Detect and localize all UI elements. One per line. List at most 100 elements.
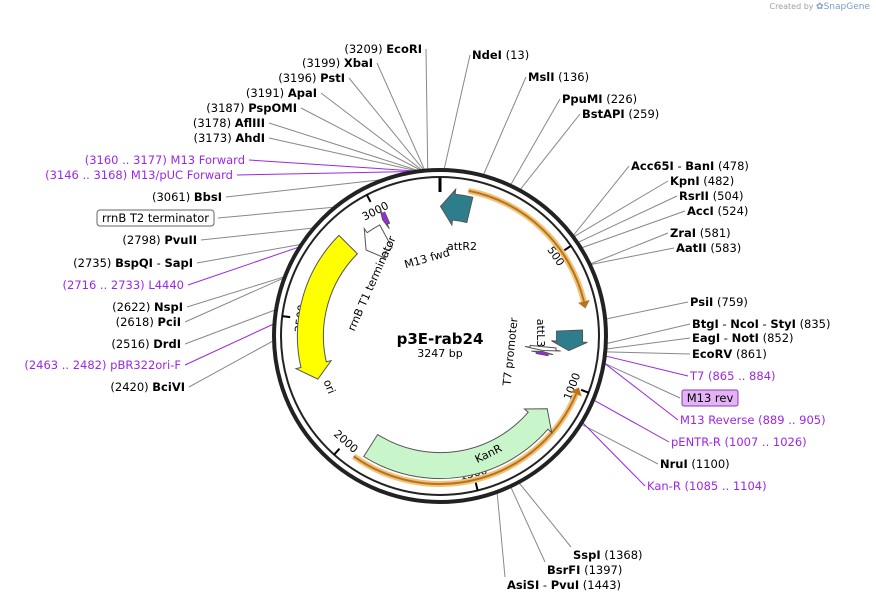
site-name: BstAPI xyxy=(582,107,625,121)
leader-bspqi xyxy=(196,243,301,264)
label-box-m13-rev xyxy=(681,389,739,407)
left-label-psti[interactable]: (3196) PstI xyxy=(278,71,345,85)
right-label-nrui-18[interactable]: NruI (1100) xyxy=(660,457,730,471)
feature-arrow-t7-promoter[interactable] xyxy=(524,344,561,352)
site-name: BspQI xyxy=(115,256,153,270)
feature-arrow-attr2[interactable] xyxy=(439,187,474,227)
right-label-asisi-22[interactable]: AsiSI - PvuI (1443) xyxy=(507,578,621,592)
right-label-pentr-r-17[interactable]: pENTR-R (1007 .. 1026) xyxy=(671,435,807,449)
leader-zrai-8 xyxy=(590,232,669,265)
left-label-nspi[interactable]: (2622) NspI xyxy=(112,300,183,314)
feature-arrow-m13-fwd[interactable] xyxy=(379,208,391,230)
left-label-afliii[interactable]: (3178) AflIII xyxy=(193,116,265,130)
leader-ppumi-2 xyxy=(510,98,561,185)
orange-arc-1 xyxy=(353,393,578,485)
leader-eagi-12 xyxy=(606,337,691,350)
feature-arrow-ori[interactable] xyxy=(294,234,359,380)
leader-ecorv-13 xyxy=(606,351,691,355)
site-name-2: SapI xyxy=(164,256,193,270)
site-name: KpnI xyxy=(670,174,700,188)
right-label-sspi-20[interactable]: SspI (1368) xyxy=(573,548,643,562)
right-label-kpni-5[interactable]: KpnI (482) xyxy=(670,174,734,188)
leader-bcivi xyxy=(188,340,274,388)
left-label-pvuii[interactable]: (2798) PvuII xyxy=(122,233,197,247)
left-label-drdi[interactable]: (2516) DrdI xyxy=(111,337,181,351)
left-label-apai[interactable]: (3191) ApaI xyxy=(246,86,317,100)
site-position: (583) xyxy=(710,241,741,255)
site-position: (2735) xyxy=(73,256,111,270)
leader-m13-rev-15 xyxy=(604,362,681,399)
left-label-m13-puc-forward[interactable]: (3146 .. 3168) M13/pUC Forward xyxy=(45,168,233,182)
right-label-t7-14[interactable]: T7 (865 .. 884) xyxy=(689,369,776,383)
right-label-psii-10[interactable]: PsiI (759) xyxy=(690,295,748,309)
right-label-bsrfi-21[interactable]: BsrFI (1397) xyxy=(547,563,622,577)
orange-arcs xyxy=(352,187,590,487)
site-position: (3199) xyxy=(302,56,340,70)
right-label-acci-7[interactable]: AccI (524) xyxy=(687,204,748,218)
site-position: (259) xyxy=(628,107,659,121)
site-position: (1397) xyxy=(584,563,622,577)
right-label-bstapi-3[interactable]: BstAPI (259) xyxy=(582,107,659,121)
tick-mark-1000 xyxy=(580,388,589,394)
left-label-pcii[interactable]: (2618) PciI xyxy=(116,315,181,329)
feature-arrow-attl3[interactable] xyxy=(551,329,588,352)
right-label-eagi-12[interactable]: EagI - NotI (852) xyxy=(692,331,794,345)
left-label-bbsi[interactable]: (3061) BbsI xyxy=(152,190,222,204)
leader-acci-7 xyxy=(581,210,686,249)
site-position: (1100) xyxy=(691,457,729,471)
right-label-msli-1[interactable]: MslI (136) xyxy=(528,70,589,84)
right-label-kan-r-19[interactable]: Kan-R (1085 .. 1104) xyxy=(647,479,767,493)
backbone-inner-ring xyxy=(280,176,600,496)
left-label-pspomi[interactable]: (3187) PspOMI xyxy=(206,101,297,115)
created-by-text: Created by xyxy=(769,2,814,11)
leader-l4440 xyxy=(187,246,299,286)
left-label-ecori[interactable]: (3209) EcoRI xyxy=(344,42,422,56)
right-label-aatii-9[interactable]: AatII (583) xyxy=(676,241,741,255)
left-label-l4440[interactable]: (2716 .. 2733) L4440 xyxy=(63,278,184,292)
leader-drdi xyxy=(184,309,276,345)
orange-arc-1-arrowhead xyxy=(570,387,582,397)
left-label-pbr322ori-f[interactable]: (2463 .. 2482) pBR322ori-F xyxy=(24,358,181,372)
right-label-zrai-8[interactable]: ZraI (581) xyxy=(670,226,731,240)
left-label-ahdi[interactable]: (3173) AhdI xyxy=(193,131,265,145)
label-m13-rev-feature[interactable]: M13 rev xyxy=(687,391,734,405)
left-label-xbai[interactable]: (3199) XbaI xyxy=(302,56,373,70)
right-label-ecorv-13[interactable]: EcoRV (861) xyxy=(692,347,767,361)
site-name: EagI xyxy=(692,331,720,345)
feature-arrow-kanr[interactable] xyxy=(363,408,553,480)
site-position: (482) xyxy=(703,174,734,188)
left-label-m13-forward[interactable]: (3160 .. 3177) M13 Forward xyxy=(85,153,245,167)
site-position: (3187) xyxy=(206,101,244,115)
site-name: PpuMI xyxy=(562,92,603,106)
site-name: AflIII xyxy=(235,116,265,130)
leader-rsrii-6 xyxy=(578,195,678,243)
leader-acc65i-4 xyxy=(572,165,630,236)
separator: - xyxy=(719,317,730,331)
site-position: (2420) xyxy=(110,380,148,394)
site-name: PciI xyxy=(158,315,181,329)
site-position: (759) xyxy=(717,295,748,309)
left-label-bcivi[interactable]: (2420) BciVI xyxy=(110,380,185,394)
snapgene-logo: Created by ✿SnapGene xyxy=(769,2,870,12)
tick-mark-1500 xyxy=(474,482,479,491)
orange-arc-0-halo xyxy=(467,187,587,303)
right-label-acc65i-4[interactable]: Acc65I - BanI (478) xyxy=(631,159,749,173)
right-label-m13-reverse-16[interactable]: M13 Reverse (889 .. 905) xyxy=(680,413,826,427)
site-name: DrdI xyxy=(153,337,181,351)
left-label-bspqi[interactable]: (2735) BspQI - SapI xyxy=(73,256,193,270)
feature-arrow-m13-rev[interactable] xyxy=(531,350,554,357)
site-name-2: PvuI xyxy=(551,578,579,592)
right-label-ndei-0[interactable]: NdeI (13) xyxy=(472,48,529,62)
feature-arrow-rrnb-t1-terminator[interactable] xyxy=(363,224,393,260)
separator: - xyxy=(153,256,164,270)
right-label-ppumi-2[interactable]: PpuMI (226) xyxy=(562,92,637,106)
site-position: (136) xyxy=(558,70,589,84)
separator: - xyxy=(759,317,770,331)
site-name: EcoRI xyxy=(386,42,422,56)
right-label-rsrii-6[interactable]: RsrII (504) xyxy=(679,189,744,203)
site-name: pENTR-R xyxy=(671,435,721,449)
right-label-btgi-11[interactable]: BtgI - NcoI - StyI (835) xyxy=(692,317,831,331)
label-rrnb-t2-terminator[interactable]: rrnB T2 terminator xyxy=(102,211,209,225)
site-position: (3209) xyxy=(344,42,382,56)
site-position: (3160 .. 3177) xyxy=(85,153,167,167)
